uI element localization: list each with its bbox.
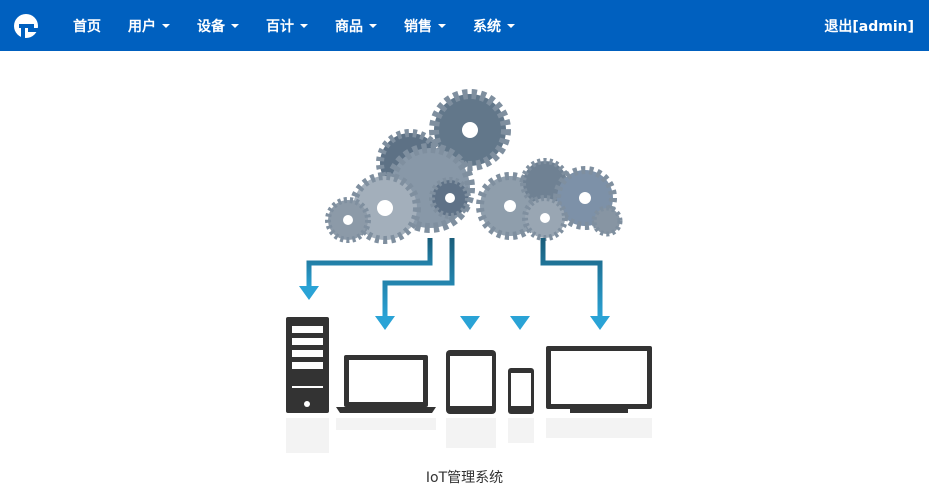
devices-reflection (286, 418, 652, 453)
caret-down-icon (162, 23, 170, 28)
nav-label: 设备 (197, 18, 225, 35)
nav-sales[interactable]: 销售 (391, 16, 460, 36)
nav-products[interactable]: 商品 (322, 16, 391, 36)
nav-label: 首页 (73, 18, 101, 35)
iot-cloud-illustration (286, 89, 652, 453)
logout-link[interactable]: 退出[admin] (824, 19, 914, 35)
nav-label: 系统 (473, 18, 501, 35)
arrows-icon (306, 238, 603, 318)
caret-down-icon (369, 23, 377, 28)
nav-label: 商品 (335, 18, 363, 35)
gears-icon (325, 89, 623, 244)
caret-down-icon (507, 23, 515, 28)
nav-stats[interactable]: 百计 (253, 16, 322, 36)
nav-label: 用户 (128, 18, 156, 35)
caret-down-icon (231, 23, 239, 28)
nav-system[interactable]: 系统 (460, 16, 529, 36)
nav-home[interactable]: 首页 (60, 16, 115, 36)
caret-down-icon (438, 23, 446, 28)
top-navbar: 首页 用户 设备 百计 商品 销售 系统 退出[admin] (0, 0, 929, 51)
caption: IoT管理系统 (425, 470, 504, 486)
devices-icon (286, 317, 652, 414)
nav-users[interactable]: 用户 (115, 16, 184, 36)
logo-icon[interactable] (13, 13, 39, 39)
caret-down-icon (300, 23, 308, 28)
nav-devices[interactable]: 设备 (184, 16, 253, 36)
nav-label: 百计 (266, 18, 294, 35)
nav-label: 销售 (404, 18, 432, 35)
